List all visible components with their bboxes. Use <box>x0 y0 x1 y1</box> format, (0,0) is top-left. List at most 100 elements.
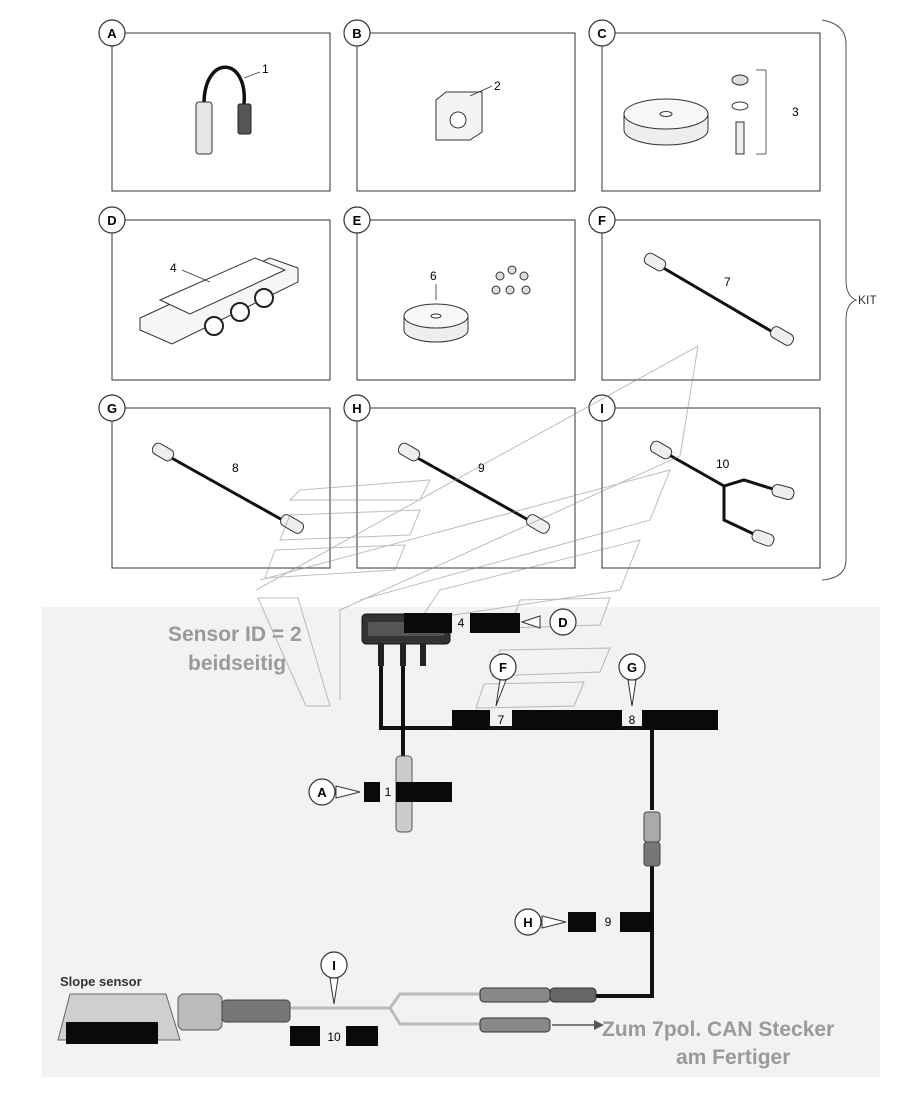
panel-letter-circle <box>588 19 616 47</box>
bolt-icon <box>735 121 745 155</box>
callout-circle <box>514 908 542 936</box>
kit-label: KIT <box>858 293 877 307</box>
panel-frame <box>601 219 821 381</box>
connector-icon <box>649 440 673 460</box>
panel-letter-circle <box>98 394 126 422</box>
callout-number: 8 <box>629 713 636 727</box>
leader-line <box>469 85 493 97</box>
panel-letter: D <box>107 213 116 228</box>
port-icon <box>254 288 274 308</box>
callout-bar <box>620 912 654 932</box>
y-cable-connector-upper <box>479 987 551 1003</box>
leader-line <box>181 269 211 283</box>
slope-sensor-label-bar <box>66 1022 158 1044</box>
cable-icon <box>202 65 246 105</box>
y-cable-lower <box>388 1007 480 1026</box>
panel-letter-circle <box>98 206 126 234</box>
callout-pointer <box>541 915 567 929</box>
part-number: 6 <box>430 269 437 283</box>
part-number: 10 <box>716 457 730 471</box>
callout-circle <box>308 778 336 806</box>
callout-bar <box>364 782 380 802</box>
callout-letter: I <box>332 958 336 973</box>
connector-icon <box>151 442 175 462</box>
panel-letter-circle <box>343 206 371 234</box>
kit-panel-i: I 10 <box>588 394 821 569</box>
callout-f: 7 F <box>452 653 622 730</box>
y-cable-upper <box>290 992 480 1010</box>
panel-letter-circle <box>343 19 371 47</box>
y-cable-branch-icon <box>723 478 777 492</box>
part-number: 4 <box>170 261 177 275</box>
callout-d: 4 D <box>404 608 577 636</box>
panel-letter: B <box>352 26 361 41</box>
leader-line <box>243 71 261 79</box>
panel-frame <box>356 407 576 569</box>
callout-bar <box>642 710 718 730</box>
cable-icon <box>659 264 777 336</box>
connector-icon <box>771 483 795 501</box>
sensor-id-subtext: beidseitig <box>188 652 286 675</box>
magnet-hole-icon <box>659 111 673 117</box>
kit-panel-h: H 9 <box>343 394 576 569</box>
connector-icon <box>397 442 421 462</box>
cable-coupler <box>643 841 661 867</box>
callout-number: 7 <box>498 713 505 727</box>
sensor-cable-sleeve <box>221 999 291 1023</box>
panel-letter-circle <box>588 206 616 234</box>
panel-frame <box>111 32 331 192</box>
callout-pointer <box>335 785 361 799</box>
panel-letter: G <box>107 401 117 416</box>
watermark-outline <box>255 345 699 709</box>
kit-panel-a: A 1 <box>98 19 331 192</box>
callout-number: 4 <box>458 616 465 630</box>
part-number: 7 <box>724 275 731 289</box>
y-cable <box>177 987 604 1033</box>
kit-panel-b: B 2 <box>343 19 576 192</box>
panel-letter: C <box>597 26 607 41</box>
callout-circle <box>618 653 646 681</box>
kit-bracket <box>821 19 858 581</box>
kit-panel-e: E 6 <box>343 206 576 381</box>
connector-icon <box>751 529 775 547</box>
sensor-plug-icon <box>195 101 213 155</box>
panel-letter: A <box>107 26 117 41</box>
can-connector-subtext: am Fertiger <box>676 1046 790 1069</box>
junction-port <box>420 644 426 666</box>
y-cable-icon <box>663 450 759 538</box>
slope-sensor: Slope sensor <box>57 974 181 1044</box>
sensor-plug <box>177 993 223 1031</box>
port-icon <box>230 302 250 322</box>
washer-icon <box>731 101 749 111</box>
panel-frame <box>111 407 331 569</box>
callout-circle <box>320 951 348 979</box>
callout-a: 1 A <box>308 778 452 806</box>
callout-h: 9 H <box>514 908 654 936</box>
part-number: 1 <box>262 62 269 76</box>
callout-bar <box>470 613 520 633</box>
callout-number: 1 <box>385 785 392 799</box>
callout-bar <box>404 613 452 633</box>
panel-letter-circle <box>588 394 616 422</box>
junction-port <box>378 644 384 666</box>
callout-number: 10 <box>327 1030 341 1044</box>
panel-frame <box>356 219 576 381</box>
panel-letter: H <box>352 401 361 416</box>
clamp-hole-icon <box>449 111 467 129</box>
callout-letter: H <box>523 915 532 930</box>
part-number: 3 <box>792 105 799 119</box>
kit-panel-d: D 4 <box>98 206 331 381</box>
part-number: 8 <box>232 461 239 475</box>
callout-bar <box>346 1026 378 1046</box>
junction-port <box>400 644 406 666</box>
part-number: 2 <box>494 79 501 93</box>
callout-circle <box>549 608 577 636</box>
callout-bar <box>290 1026 320 1046</box>
y-cable-connector-lower <box>479 1017 551 1033</box>
kit-panel-f: F 7 <box>588 206 821 381</box>
callout-letter: D <box>558 615 567 630</box>
magnet-hole-icon <box>430 313 442 319</box>
callout-g: 8 G <box>618 653 718 730</box>
port-icon <box>204 316 224 336</box>
